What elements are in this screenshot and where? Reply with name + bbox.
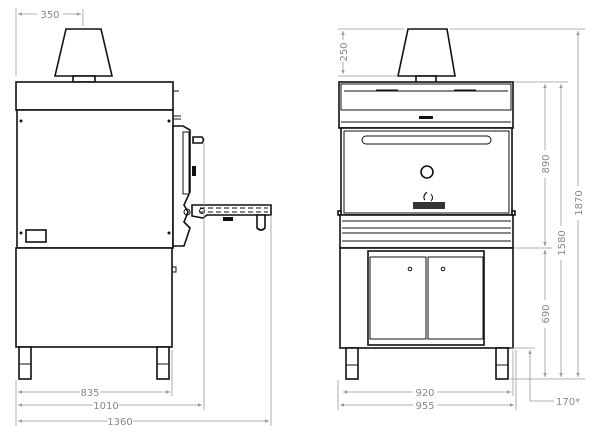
door-handle [192, 136, 205, 144]
cabinet-door-left [369, 256, 427, 340]
tray-foot [256, 214, 266, 231]
dim-890: 890 [541, 154, 552, 173]
dim-170: 170* [556, 397, 580, 408]
dim-1580: 1580 [557, 230, 568, 255]
door-side [172, 125, 191, 247]
top-box [338, 81, 514, 129]
leg [495, 347, 509, 380]
chimney-hood [397, 28, 456, 77]
dim-1870: 1870 [574, 190, 585, 215]
chimney-hood [53, 28, 114, 77]
leg [345, 347, 359, 380]
brand-plate [413, 202, 445, 209]
lower-cabinet [15, 247, 173, 348]
dim-350: 350 [40, 10, 59, 21]
dim-250: 250 [339, 42, 350, 61]
leg [156, 346, 170, 380]
cabinet-door-right [427, 256, 484, 340]
dim-955: 955 [415, 401, 434, 412]
dim-835: 835 [80, 388, 99, 399]
door-knob [440, 266, 446, 272]
chimney-stem [72, 75, 96, 83]
side-view: 350 835 1010 1360 [15, 8, 272, 428]
oven-body [16, 109, 174, 249]
front-view: 250 890 690 1580 1870 170* 920 955 [337, 28, 585, 412]
thermometer-icon [420, 165, 434, 179]
top-box [15, 81, 174, 111]
dim-1010: 1010 [93, 401, 118, 412]
dim-1360: 1360 [107, 417, 132, 428]
vent-plate [25, 229, 47, 243]
leg [18, 346, 32, 380]
control-band [339, 214, 514, 249]
dim-690: 690 [541, 304, 552, 323]
dim-920: 920 [415, 388, 434, 399]
door-handle [361, 135, 492, 145]
door-knob [407, 266, 413, 272]
flame-logo-icon [423, 191, 433, 202]
